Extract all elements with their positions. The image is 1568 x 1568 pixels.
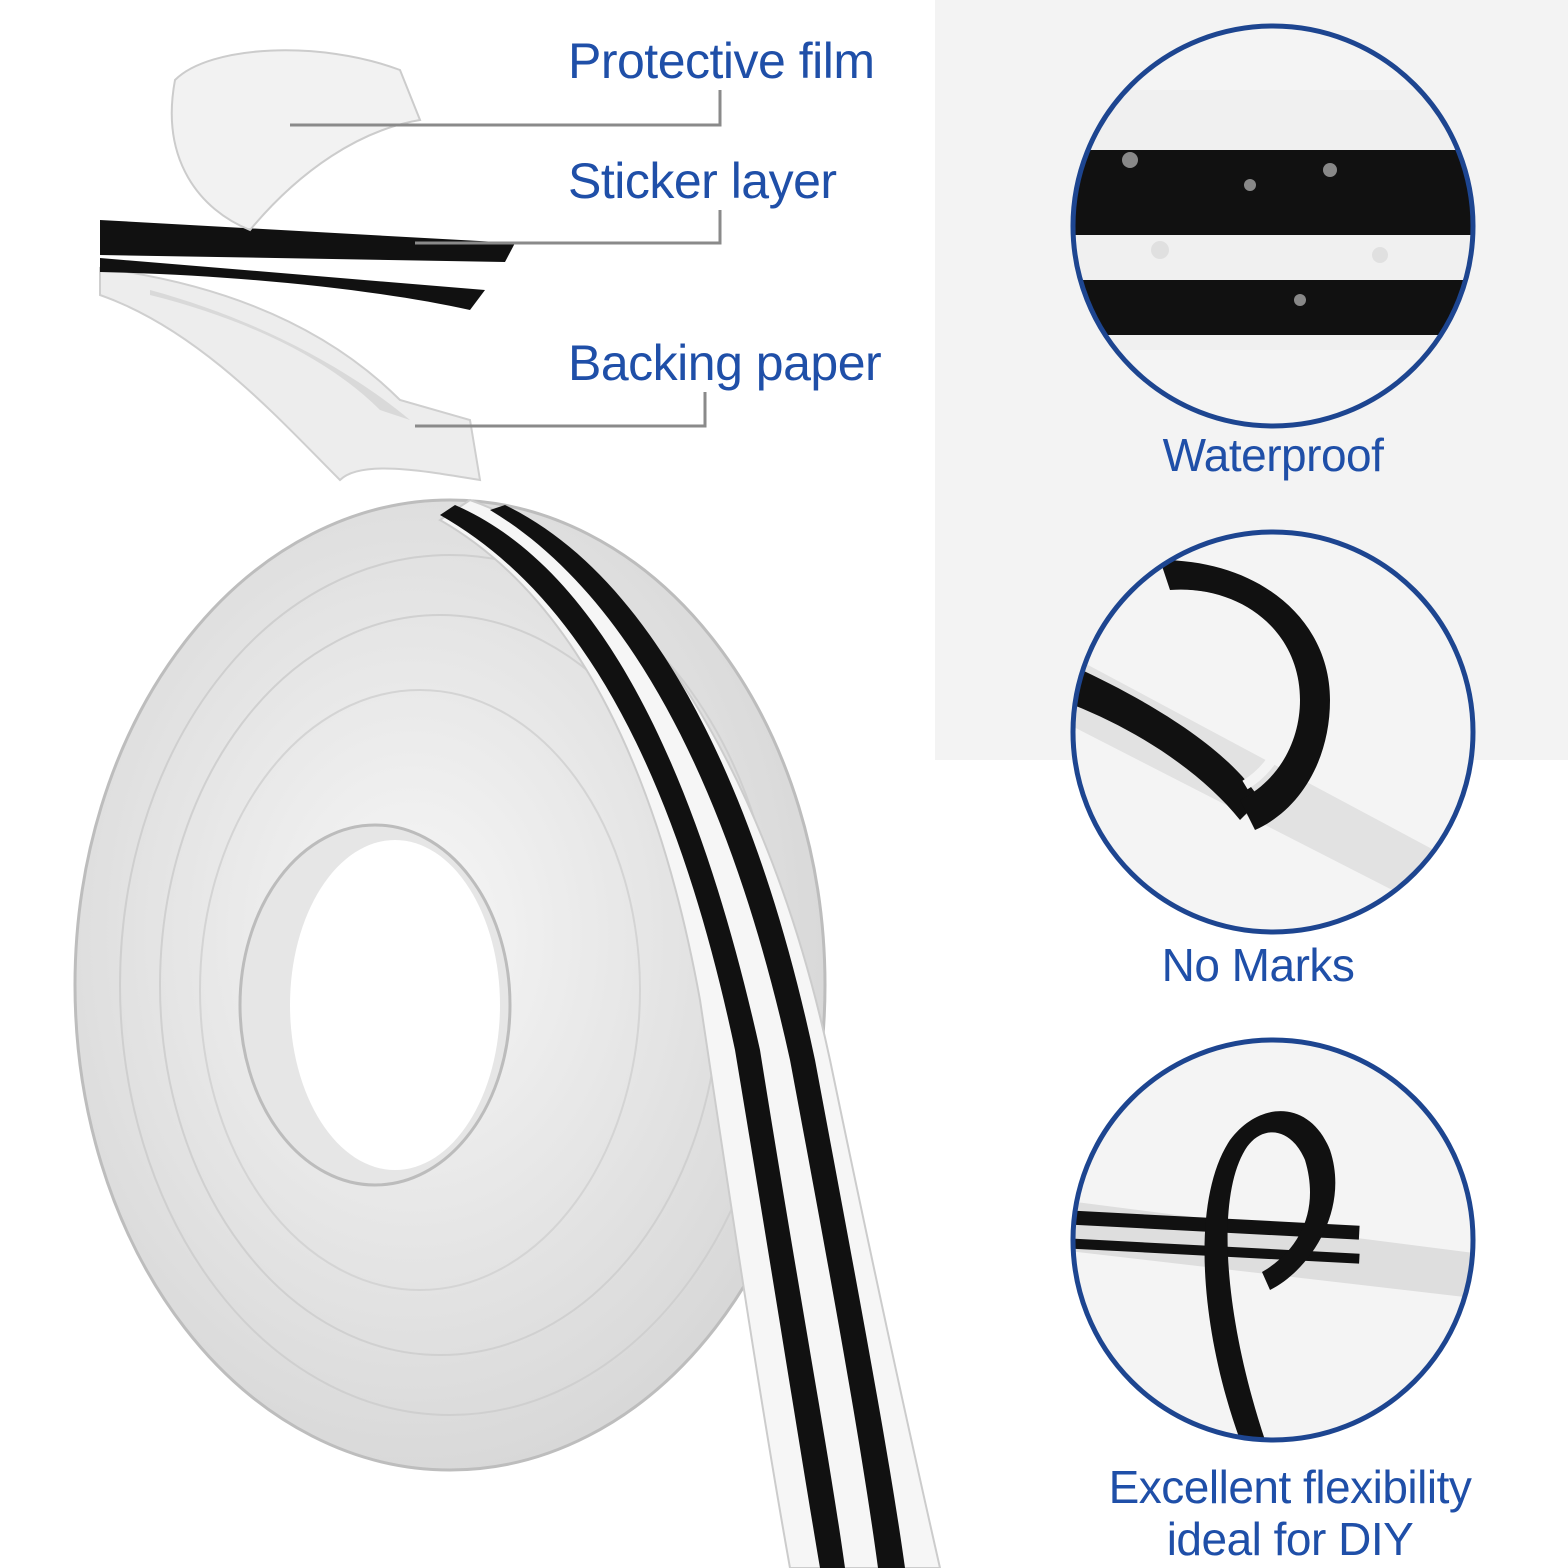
sticker-stripe-top xyxy=(100,220,515,262)
protective-film-label: Protective film xyxy=(568,33,875,89)
waterproof-stripe-top xyxy=(1073,150,1473,235)
waterproof-label: Waterproof xyxy=(1162,429,1384,481)
flexibility-label-line2: ideal for DIY xyxy=(1166,1513,1414,1565)
sticker-stripe-bottom xyxy=(100,258,485,310)
flexibility-label-line1: Excellent flexibility xyxy=(1108,1461,1472,1513)
backing-paper-strip xyxy=(99,266,482,482)
flexibility-circle-border xyxy=(1070,1037,1476,1443)
leader-line-sticker xyxy=(415,210,722,245)
flexibility-loop xyxy=(1204,1111,1336,1440)
waterproof-circle-border xyxy=(1070,23,1476,429)
leader-line-backing xyxy=(415,392,707,428)
tape-roll xyxy=(73,498,942,1568)
flexibility-circle xyxy=(1070,1037,1476,1443)
strip-stripe-2 xyxy=(490,505,905,1568)
unrolled-strip xyxy=(438,498,942,1568)
roll-hole xyxy=(290,840,500,1170)
protective-film-peel xyxy=(170,49,422,232)
waterproof-circle xyxy=(1070,23,1476,429)
layer-diagram xyxy=(99,49,722,482)
no-marks-circle xyxy=(1070,529,1476,935)
no-marks-circle-border xyxy=(1070,529,1476,935)
no-marks-loop xyxy=(1160,560,1330,830)
sticker-layer-label: Sticker layer xyxy=(568,153,837,209)
backing-paper-label: Backing paper xyxy=(568,335,882,391)
no-marks-label: No Marks xyxy=(1161,939,1355,991)
waterproof-stripe-bottom xyxy=(1073,280,1473,335)
leader-line-film xyxy=(290,90,722,127)
strip-stripe-1 xyxy=(440,505,845,1568)
backing-paper-shade xyxy=(150,290,410,420)
